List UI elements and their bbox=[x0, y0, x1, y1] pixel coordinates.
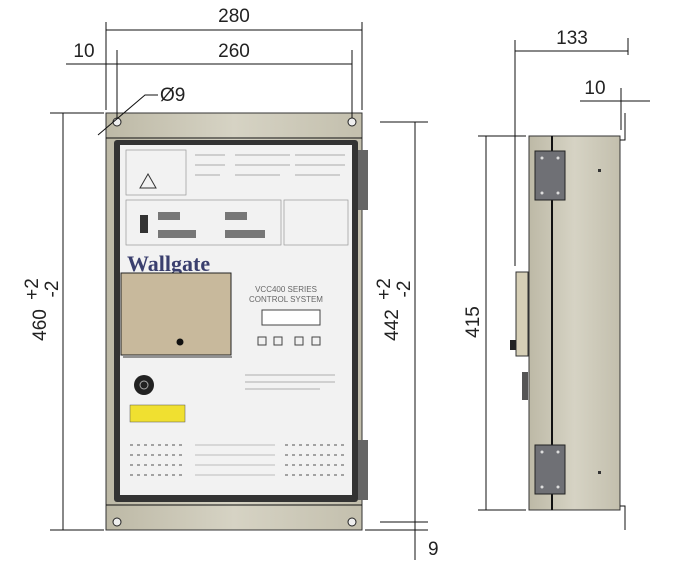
mounting-hole bbox=[347, 517, 357, 527]
dim-overall-height: 460 bbox=[30, 309, 51, 341]
dim-depth: 133 bbox=[556, 28, 588, 49]
key-switch bbox=[134, 375, 154, 395]
front-dimensions: 280 10 260 Ø9 460 +2 -2 442 +2 -2 9 bbox=[22, 6, 439, 560]
hinge bbox=[534, 150, 566, 201]
warning-icon bbox=[139, 172, 157, 189]
keypad-button bbox=[311, 336, 321, 346]
side-box bbox=[515, 271, 529, 357]
cover-screw bbox=[176, 338, 184, 346]
side-dimensions: 133 10 415 bbox=[463, 28, 650, 511]
dim-bottom-hole-offset: 9 bbox=[428, 539, 439, 560]
keypad-button bbox=[257, 336, 267, 346]
key-switch-side bbox=[510, 340, 516, 350]
dim-hole-offset: 10 bbox=[73, 41, 94, 62]
warning-sticker bbox=[129, 404, 186, 423]
panel-title-line2: CONTROL SYSTEM bbox=[249, 295, 323, 304]
dim-overall-height-tol-minus: -2 bbox=[42, 281, 63, 298]
front-view: Wallgate VCC400 SERIES CONTROL SYSTEM bbox=[105, 112, 368, 531]
mounting-hole bbox=[112, 517, 122, 527]
cover-plate bbox=[120, 272, 232, 356]
mounting-hole bbox=[347, 117, 357, 127]
dim-hole-spacing-height: 442 bbox=[382, 309, 403, 341]
dim-hole-spacing-height-tol-plus: +2 bbox=[374, 278, 395, 300]
dim-overall-height-tol-plus: +2 bbox=[22, 278, 43, 300]
dim-hole-spacing-height-tol-minus: -2 bbox=[394, 281, 415, 298]
dim-flange-depth: 10 bbox=[584, 78, 605, 99]
hinge bbox=[534, 444, 566, 495]
dim-side-height: 415 bbox=[463, 306, 484, 338]
door-hinge bbox=[358, 440, 368, 500]
brand-logo: Wallgate bbox=[127, 251, 210, 276]
display-window bbox=[261, 309, 321, 326]
dim-overall-width: 280 bbox=[218, 6, 250, 27]
side-view bbox=[510, 113, 626, 530]
dim-hole-spacing-width: 260 bbox=[218, 41, 250, 62]
dim-hole-diameter: Ø9 bbox=[160, 85, 185, 106]
door-hinge bbox=[358, 150, 368, 210]
keypad-button bbox=[294, 336, 304, 346]
keypad-button bbox=[273, 336, 283, 346]
panel-title-line1: VCC400 SERIES bbox=[255, 285, 317, 294]
